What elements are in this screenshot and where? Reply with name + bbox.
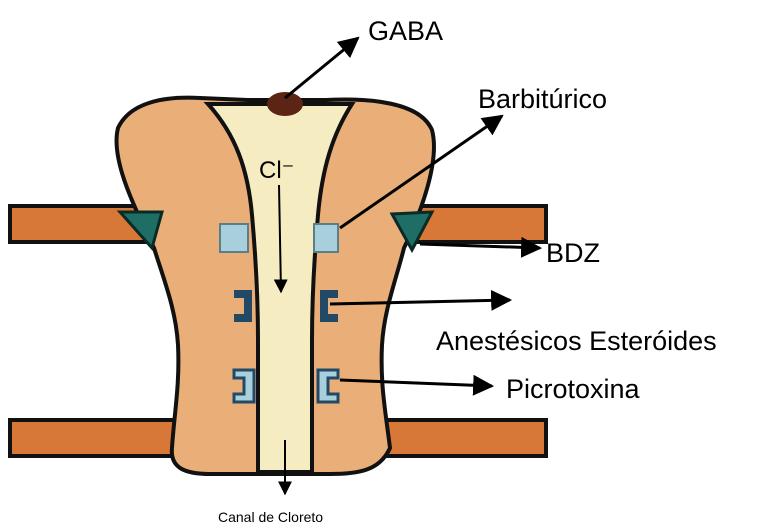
bdz-label: BDZ (546, 238, 600, 268)
membrane-lower-right (380, 420, 546, 456)
picrotoxina-label: Picrotoxina (506, 374, 641, 404)
gaba-binding-site (267, 92, 303, 116)
membrane-lower-left (10, 420, 180, 456)
anestesicos-label: Anestésicos Esteróides (436, 326, 717, 356)
bdz-arrow (420, 244, 540, 248)
barbiturate-site-left (220, 224, 248, 252)
barbiturate-site-right (314, 224, 338, 252)
barbiturico-label: Barbitúrico (478, 84, 607, 114)
chloride-ion-label: Cl⁻ (259, 157, 294, 184)
gaba-label: GABA (368, 16, 443, 46)
gaba-arrow (285, 38, 358, 98)
canal-label: Canal de Cloreto (218, 509, 323, 525)
